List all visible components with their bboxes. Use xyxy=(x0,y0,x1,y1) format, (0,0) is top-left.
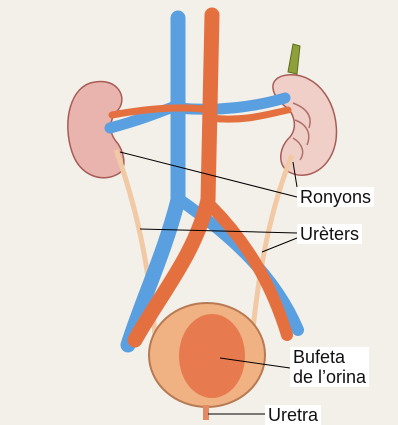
label-bladder: Bufeta de l’orina xyxy=(290,347,369,387)
label-kidneys: Ronyons xyxy=(297,187,374,207)
label-bladder-line2: de l’orina xyxy=(293,367,366,387)
bladder-inner-wall xyxy=(179,314,245,398)
label-bladder-line1: Bufeta xyxy=(293,347,366,367)
label-ureters: Urèters xyxy=(297,224,362,244)
label-urethra: Uretra xyxy=(265,405,321,425)
